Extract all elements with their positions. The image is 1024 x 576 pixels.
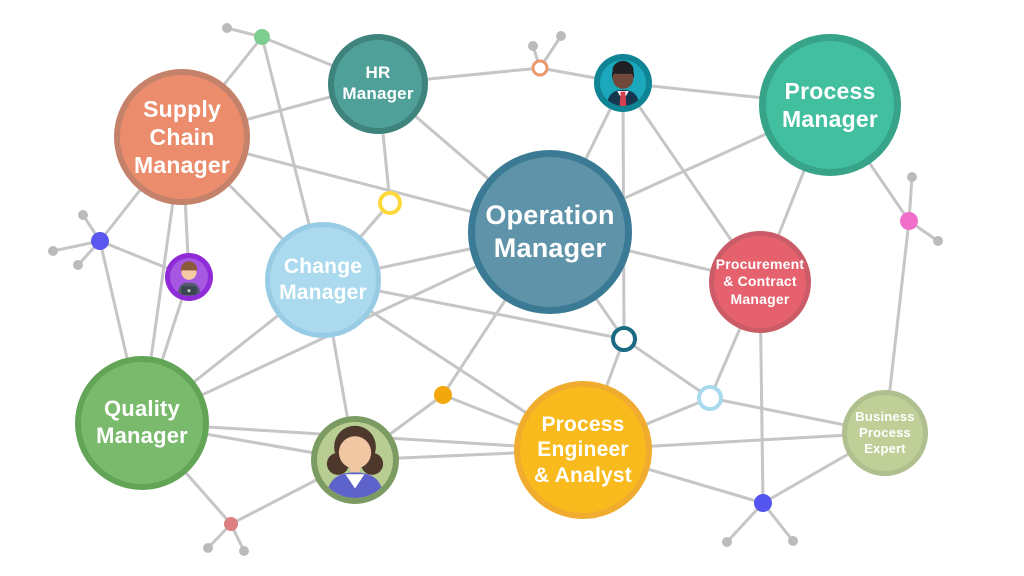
purple-dot [91,232,109,250]
endpoint-dot [933,236,943,246]
endpoint-dot [222,23,232,33]
businessman-avatar [594,54,652,112]
endpoint-dot [907,172,917,182]
connection-line [623,337,711,400]
orange-ring-dot [531,59,549,77]
green-dot [254,29,270,45]
endpoint-dot [556,31,566,41]
endpoint-dot [48,246,58,256]
blue-dot [754,494,772,512]
yellow-dot [434,386,452,404]
boy-laptop-avatar [165,253,213,301]
endpoint-dot [239,546,249,556]
lightblue-ring-dot [697,385,723,411]
endpoint-dot [788,536,798,546]
endpoint-dot [73,260,83,270]
endpoint-dot [203,543,213,553]
endpoint-dot [528,41,538,51]
red-dot [224,517,238,531]
endpoint-dot [722,537,732,547]
endpoint-dot [78,210,88,220]
teal-ring-dot [611,326,637,352]
pink-dot [900,212,918,230]
businesswoman-avatar [311,416,399,504]
yellow-ring-dot [378,191,402,215]
